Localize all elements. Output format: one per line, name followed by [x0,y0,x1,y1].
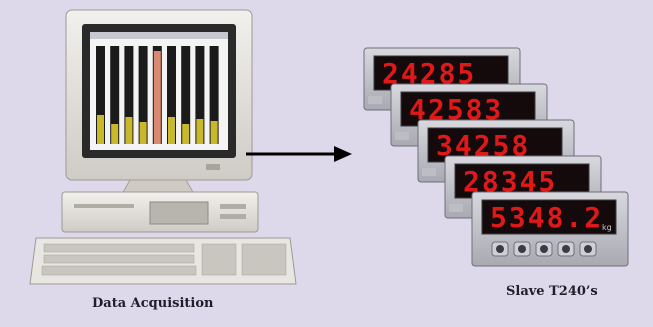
screen-bar-track [124,46,134,144]
screen-bar-track [138,46,148,144]
caption-data-acquisition: Data Acquisition [92,296,214,311]
screen-bar-track [96,46,105,144]
screen-bar-fill [111,124,119,144]
screen-bar-fill [139,122,147,144]
meter-unit: 5348.2kg [471,191,629,267]
meter-display: 5348.2 [490,201,603,234]
arrow-icon [246,146,352,162]
screen-bar-track [181,46,191,144]
caption-slave-meters: Slave T240’s [506,284,598,299]
screen-bar-fill [125,117,133,144]
screen-bar-fill [153,51,161,144]
screen-bar-track [195,46,205,144]
monitor [65,9,253,195]
monitor-screen [90,32,228,150]
screen-bar-track [110,46,120,144]
screen-bar-fill [210,121,218,144]
meter-unit-label: kg [602,223,612,232]
screen-bar-fill [196,119,204,144]
computer-illustration [29,9,297,285]
screen-bar-track [209,46,219,144]
keyboard [29,237,297,285]
screen-bar-fill [168,117,175,144]
screen-bar-fill [182,124,190,144]
system-unit [61,191,259,233]
screen-bar-fill [97,115,104,144]
screen-bar-track [167,46,176,144]
